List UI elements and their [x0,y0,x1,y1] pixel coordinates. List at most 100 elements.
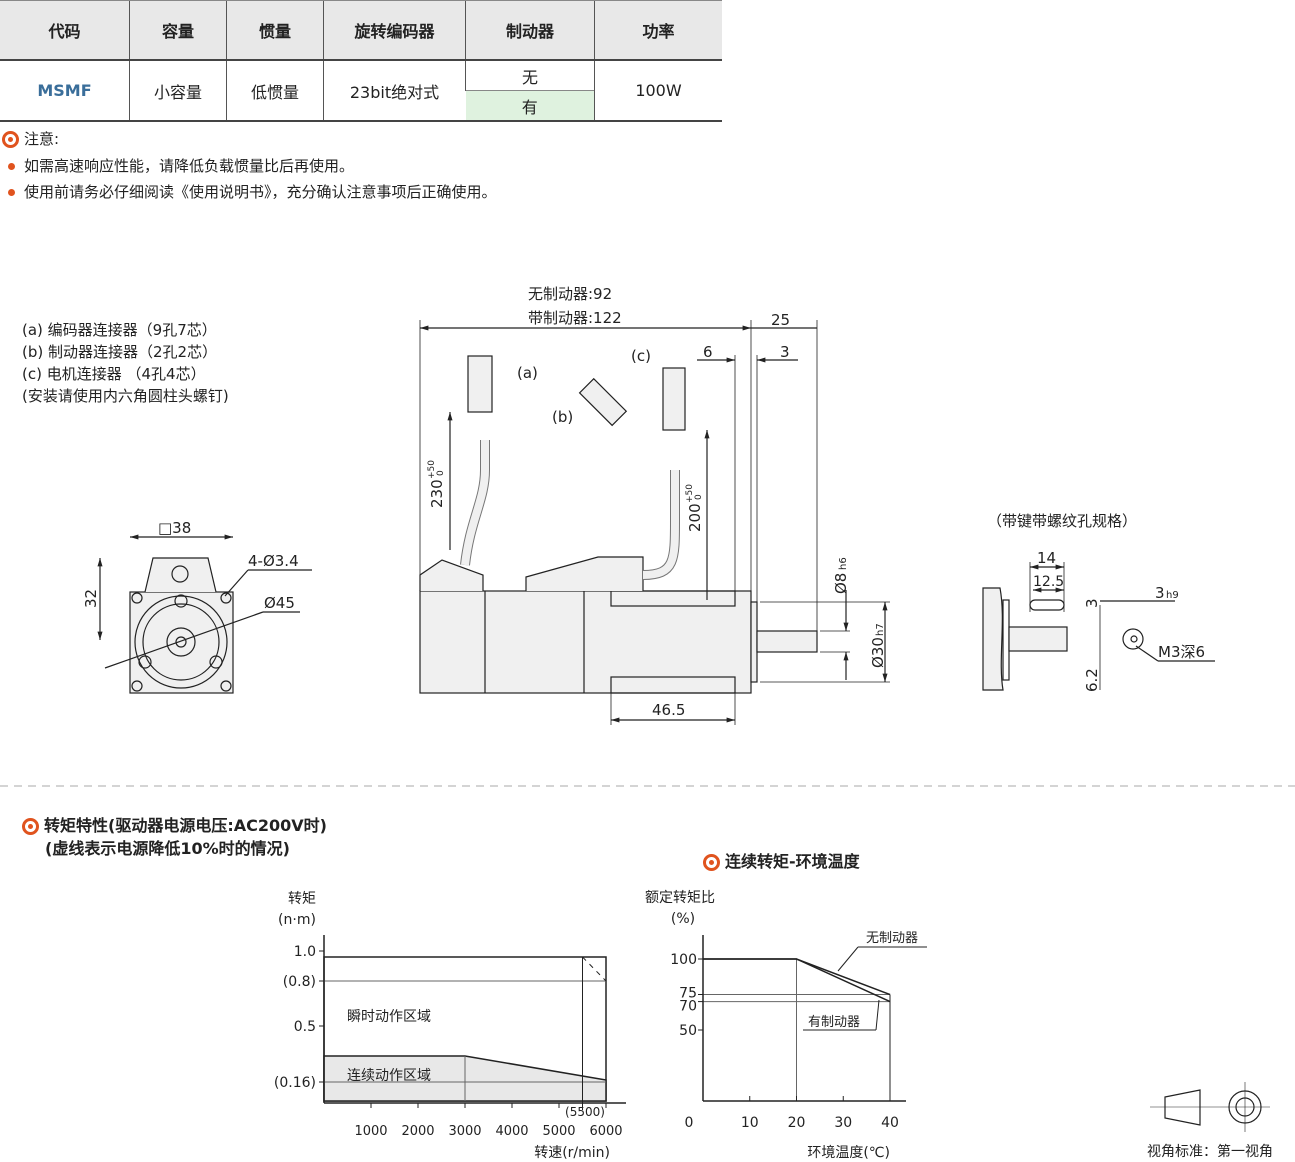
dim-12-5: 12.5 [1033,574,1064,590]
key-detail-view [982,562,1215,691]
dim-pcd: Ø45 [264,594,295,612]
front-view [97,534,312,694]
label-c: (c) [631,347,651,365]
series-label-no-brake: 无制动器 [866,931,918,946]
legend-c: (c) 电机连接器 （4孔4芯） [22,365,206,383]
series-brake-line [703,958,891,1003]
legend-a: (a) 编码器连接器（9孔7芯） [22,321,217,339]
label-b: (b) [552,408,573,426]
notes-title: 注意: [2,128,59,149]
x-tick-label: 4000 [495,1124,528,1139]
cell-capacity: 小容量 [129,60,227,121]
temp-chart-title: 连续转矩-环境温度 [703,848,860,872]
x-axis-title: 环境温度(℃) [807,1145,890,1161]
annotation-5500: (5500) [565,1105,605,1119]
dim-len-no-brake: 无制动器:92 [528,285,612,303]
dim-3: 3 [780,343,790,361]
dim-cable-a: 230 [428,479,446,508]
tol-up: +50 [685,484,695,503]
y-tick-label: 1.0 [294,944,316,960]
dim-holes: 4-Ø3.4 [248,552,299,570]
dim-height: 32 [82,589,100,608]
spec-table: 代码 容量 惯量 旋转编码器 制动器 功率 MSMF 小容量 低惯量 23bit… [0,0,722,122]
dim-spigot-d: Ø30 [869,637,887,668]
cell-brake-yes: 有 [465,90,595,121]
x-tick-label: 1000 [354,1124,387,1139]
th-code: 代码 [0,0,130,61]
dim-square: □38 [158,519,191,537]
thread-spec: M3深6 [1158,643,1205,661]
y-axis-unit: (%) [671,911,695,927]
x-tick-label: 5000 [542,1124,575,1139]
dim-46-5: 46.5 [652,701,685,719]
note-item: 如需高速响应性能，请降低负载惯量比后再使用。 [8,155,354,176]
bullet-ring-icon [22,818,39,835]
y-tick-label: (0.8) [283,974,316,990]
dim-shaft-len: 25 [771,311,790,329]
cell-brake-no: 无 [465,60,595,91]
bullet-icon [8,189,15,196]
x-axis-title: 转速(r/min) [534,1145,610,1161]
label-a: (a) [517,364,538,382]
x-tick-label: 40 [881,1115,899,1131]
th-capacity: 容量 [129,0,227,61]
series-label-instant: 瞬时动作区域 [347,1009,431,1025]
x-tick-label: 30 [834,1115,852,1131]
torque-chart-title: 转矩特性(驱动器电源电压:AC200V时) [22,812,327,836]
th-inertia: 惯量 [226,0,324,61]
x-tick-label: 20 [788,1115,806,1131]
x-tick-label: 0 [685,1115,694,1131]
connector-legend: (a) 编码器连接器（9孔7芯） (b) 制动器连接器（2孔2芯） (c) 电机… [22,319,229,407]
cell-power: 100W [594,60,722,121]
y-axis-title: 转矩 [288,891,316,907]
y-axis-title: 额定转矩比 [645,890,715,906]
th-power: 功率 [594,0,722,61]
bullet-ring-icon [2,131,19,148]
legend-b: (b) 制动器连接器（2孔2芯） [22,343,218,361]
th-encoder: 旋转编码器 [323,0,466,61]
cell-encoder: 23bit绝对式 [323,60,466,121]
leader-line [875,999,880,1031]
y-tick-label: 100 [670,952,697,968]
tol-up: +50 [427,460,437,479]
side-view [419,320,890,725]
tol: h9 [1166,590,1179,601]
tol-lo: 0 [694,494,704,500]
y-tick-label: (0.16) [274,1075,316,1091]
dim-6: 6 [703,343,713,361]
key-title: （带键带螺纹孔规格） [987,512,1137,530]
dim-key-3: 3 [1083,598,1101,608]
cell-code: MSMF [37,81,92,100]
y-tick-label: 75 [679,986,697,1002]
x-tick-label: 2000 [401,1124,434,1139]
y-axis-unit: (n·m) [278,912,316,928]
dashed-line [582,956,607,982]
bullet-ring-icon [703,854,720,871]
tol: h7 [875,623,886,636]
dim-shaft-d: Ø8 [832,573,850,594]
y-tick-label: 50 [679,1023,697,1039]
tol: h6 [838,557,849,570]
note-text: 如需高速响应性能，请降低负载惯量比后再使用。 [24,157,355,175]
y-tick-label: 70 [679,999,697,1015]
view-standard: 视角标准：第一视角 [1147,1143,1273,1160]
x-tick-label: 3000 [448,1124,481,1139]
note-item: 使用前请务必仔细阅读《使用说明书》，充分确认注意事项后正确使用。 [8,181,497,202]
dim-14: 14 [1037,549,1056,567]
note-text: 使用前请务必仔细阅读《使用说明书》，充分确认注意事项后正确使用。 [24,183,497,201]
title-text: 转矩特性(驱动器电源电压:AC200V时) [44,816,327,835]
cell-inertia: 低惯量 [226,60,324,121]
torque-chart-subtitle: (虚线表示电源降低10%时的情况) [45,839,290,858]
title-text: 连续转矩-环境温度 [725,852,860,871]
dim-cable-c: 200 [686,503,704,532]
series-label-continuous: 连续动作区域 [347,1067,431,1084]
dim-6-2: 6.2 [1083,668,1101,692]
x-tick-label: 6000 [589,1124,622,1139]
dim-3h9: 3 [1155,584,1165,602]
legend-note: (安装请使用内六角圆柱头螺钉) [22,387,229,405]
first-angle-projection-icon [1150,1082,1270,1132]
th-brake: 制动器 [465,0,595,61]
x-tick-label: 10 [741,1115,759,1131]
